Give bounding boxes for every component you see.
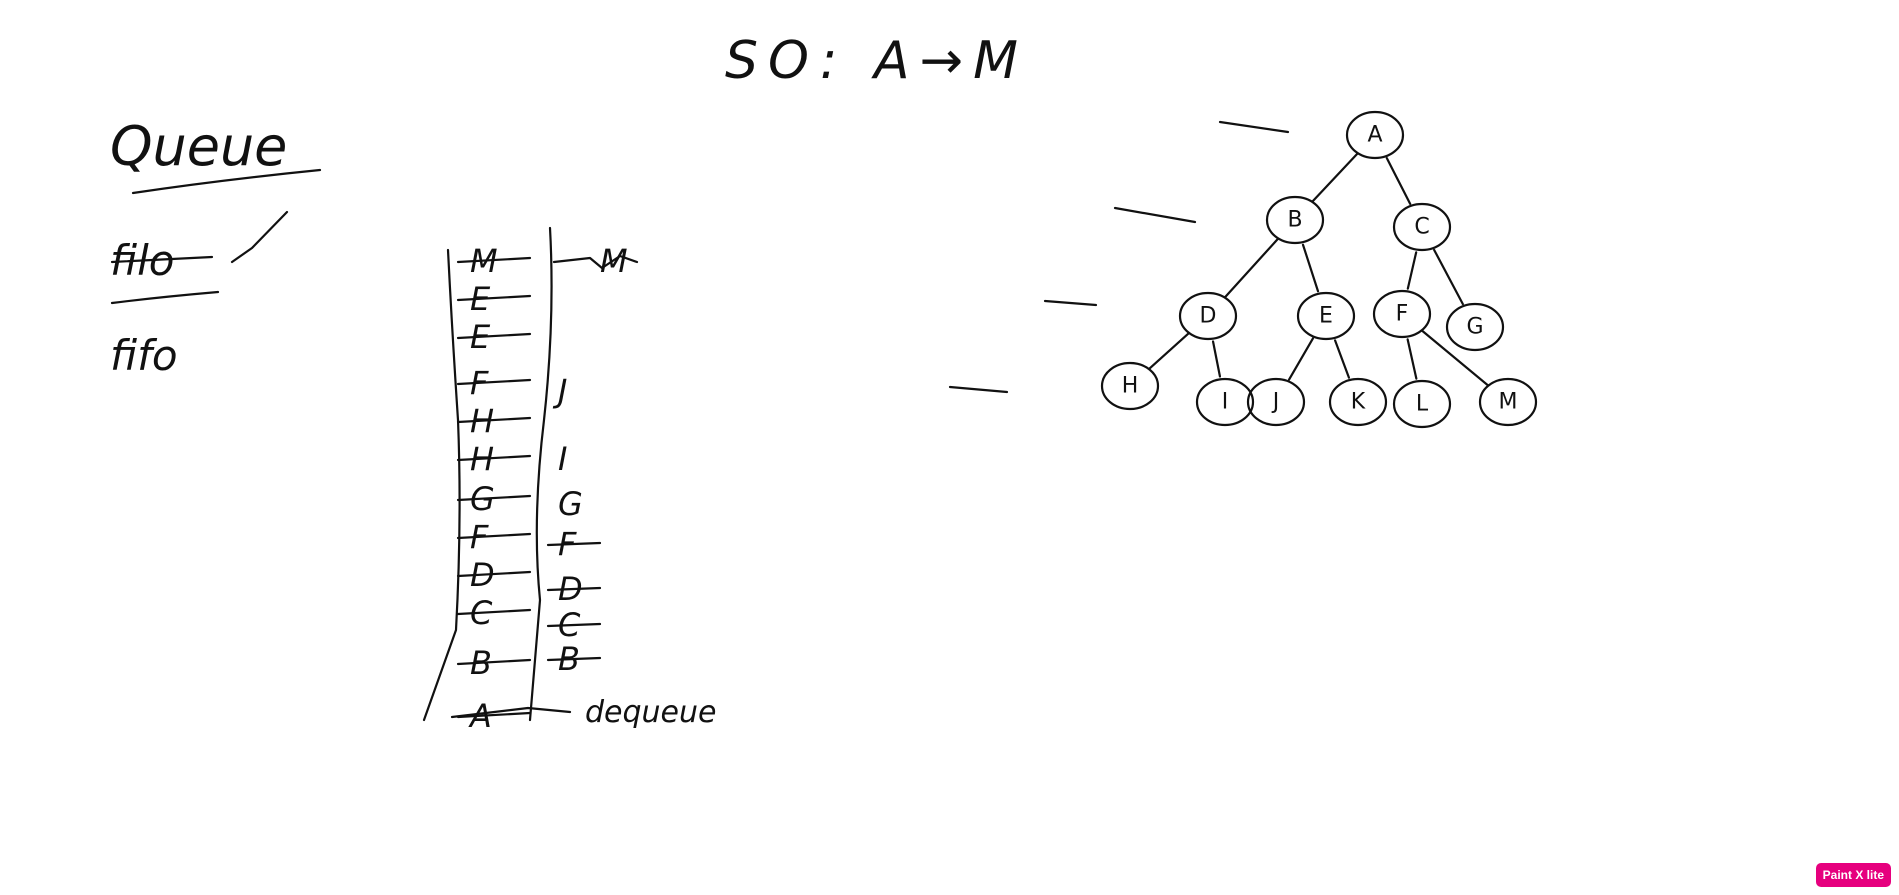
tree-node-circle bbox=[1478, 377, 1538, 427]
check-mark bbox=[230, 210, 289, 264]
tree-edge bbox=[1385, 157, 1412, 205]
tree-node-circle bbox=[1345, 110, 1405, 160]
tree-node-circle bbox=[1392, 202, 1452, 252]
cell-strike bbox=[546, 656, 602, 662]
level-mark-3 bbox=[948, 385, 1009, 394]
tree-edge bbox=[1211, 340, 1222, 378]
tree-node-circle bbox=[1372, 289, 1432, 339]
enqueue-arrow bbox=[552, 254, 639, 270]
cell-strike bbox=[456, 494, 532, 502]
level-mark-2 bbox=[1043, 299, 1098, 307]
cell-strike bbox=[456, 416, 532, 424]
tree-edge bbox=[1406, 251, 1418, 290]
tree-node-circle bbox=[1265, 195, 1325, 245]
cell-strike bbox=[456, 570, 532, 578]
tree-edge bbox=[1433, 248, 1464, 306]
tree-node-circle bbox=[1445, 302, 1505, 352]
tree-node-label: B bbox=[1287, 208, 1302, 233]
cell-strike bbox=[456, 608, 532, 616]
tree-node-circle bbox=[1178, 291, 1238, 341]
tree-node-circle bbox=[1392, 379, 1452, 429]
cell-strike bbox=[456, 532, 532, 540]
queue-underline bbox=[131, 168, 322, 195]
tree-node-label: H bbox=[1122, 374, 1139, 399]
tree-edge bbox=[1148, 332, 1190, 370]
level-mark-1 bbox=[1113, 206, 1197, 224]
filo-underline bbox=[110, 290, 220, 305]
tree-node-circle bbox=[1296, 291, 1356, 341]
tree-edge bbox=[1287, 337, 1315, 381]
tree-node-label: C bbox=[1414, 215, 1429, 240]
queue-left-border bbox=[422, 248, 461, 722]
tree-edge bbox=[1333, 339, 1351, 379]
level-mark-0 bbox=[1218, 120, 1290, 134]
tree-nodes: A B C D E F G H I J K L M bbox=[1100, 110, 1538, 429]
tree-node-label: G bbox=[1466, 315, 1483, 340]
cell-strike bbox=[456, 332, 532, 340]
paint-x-lite-badge[interactable]: Paint X lite bbox=[1815, 863, 1891, 887]
cell-strike bbox=[456, 658, 532, 666]
title-text: SO: A→M bbox=[725, 31, 1028, 91]
tree-edge bbox=[1406, 338, 1418, 380]
tree-edge bbox=[1301, 243, 1320, 293]
cell-strike bbox=[546, 541, 602, 547]
tree-node-circle bbox=[1195, 377, 1255, 427]
tree-node-label: I bbox=[1222, 390, 1229, 415]
tree-edge bbox=[1420, 329, 1490, 387]
queue-right-border bbox=[528, 226, 553, 722]
cell-strike bbox=[456, 454, 532, 462]
queue-right-cell: G bbox=[558, 485, 583, 523]
tree-edges bbox=[1148, 152, 1490, 387]
dequeue-label: dequeue bbox=[585, 695, 716, 730]
tree-node-circle bbox=[1246, 377, 1306, 427]
queue-right-cell: J bbox=[552, 372, 567, 410]
tree-node-circle bbox=[1328, 377, 1388, 427]
dequeue-pointer bbox=[450, 706, 572, 719]
tree-node-label: L bbox=[1416, 392, 1429, 417]
fifo-text: fifo bbox=[110, 331, 178, 380]
tree-node-label: E bbox=[1319, 304, 1333, 329]
queue-heading: Queue bbox=[110, 115, 287, 178]
queue-right-cell: M bbox=[600, 242, 628, 280]
cell-strike bbox=[456, 256, 532, 264]
tree-node-label: K bbox=[1351, 390, 1366, 415]
tree-node-label: M bbox=[1499, 390, 1518, 415]
cell-strike bbox=[546, 622, 602, 628]
cell-strike bbox=[456, 294, 532, 302]
cell-strike bbox=[456, 378, 532, 386]
queue-right-cell: I bbox=[558, 440, 567, 478]
tree-edge bbox=[1311, 152, 1359, 203]
tree-node-label: F bbox=[1396, 302, 1409, 327]
filo-strike bbox=[110, 255, 214, 264]
cell-strike bbox=[546, 586, 602, 592]
tree-node-label: J bbox=[1271, 390, 1280, 415]
tree-node-label: D bbox=[1200, 304, 1217, 329]
tree-node-label: A bbox=[1367, 123, 1382, 148]
tree-edge bbox=[1224, 238, 1279, 298]
tree-node-circle bbox=[1100, 361, 1160, 411]
cell-strike bbox=[456, 711, 532, 719]
